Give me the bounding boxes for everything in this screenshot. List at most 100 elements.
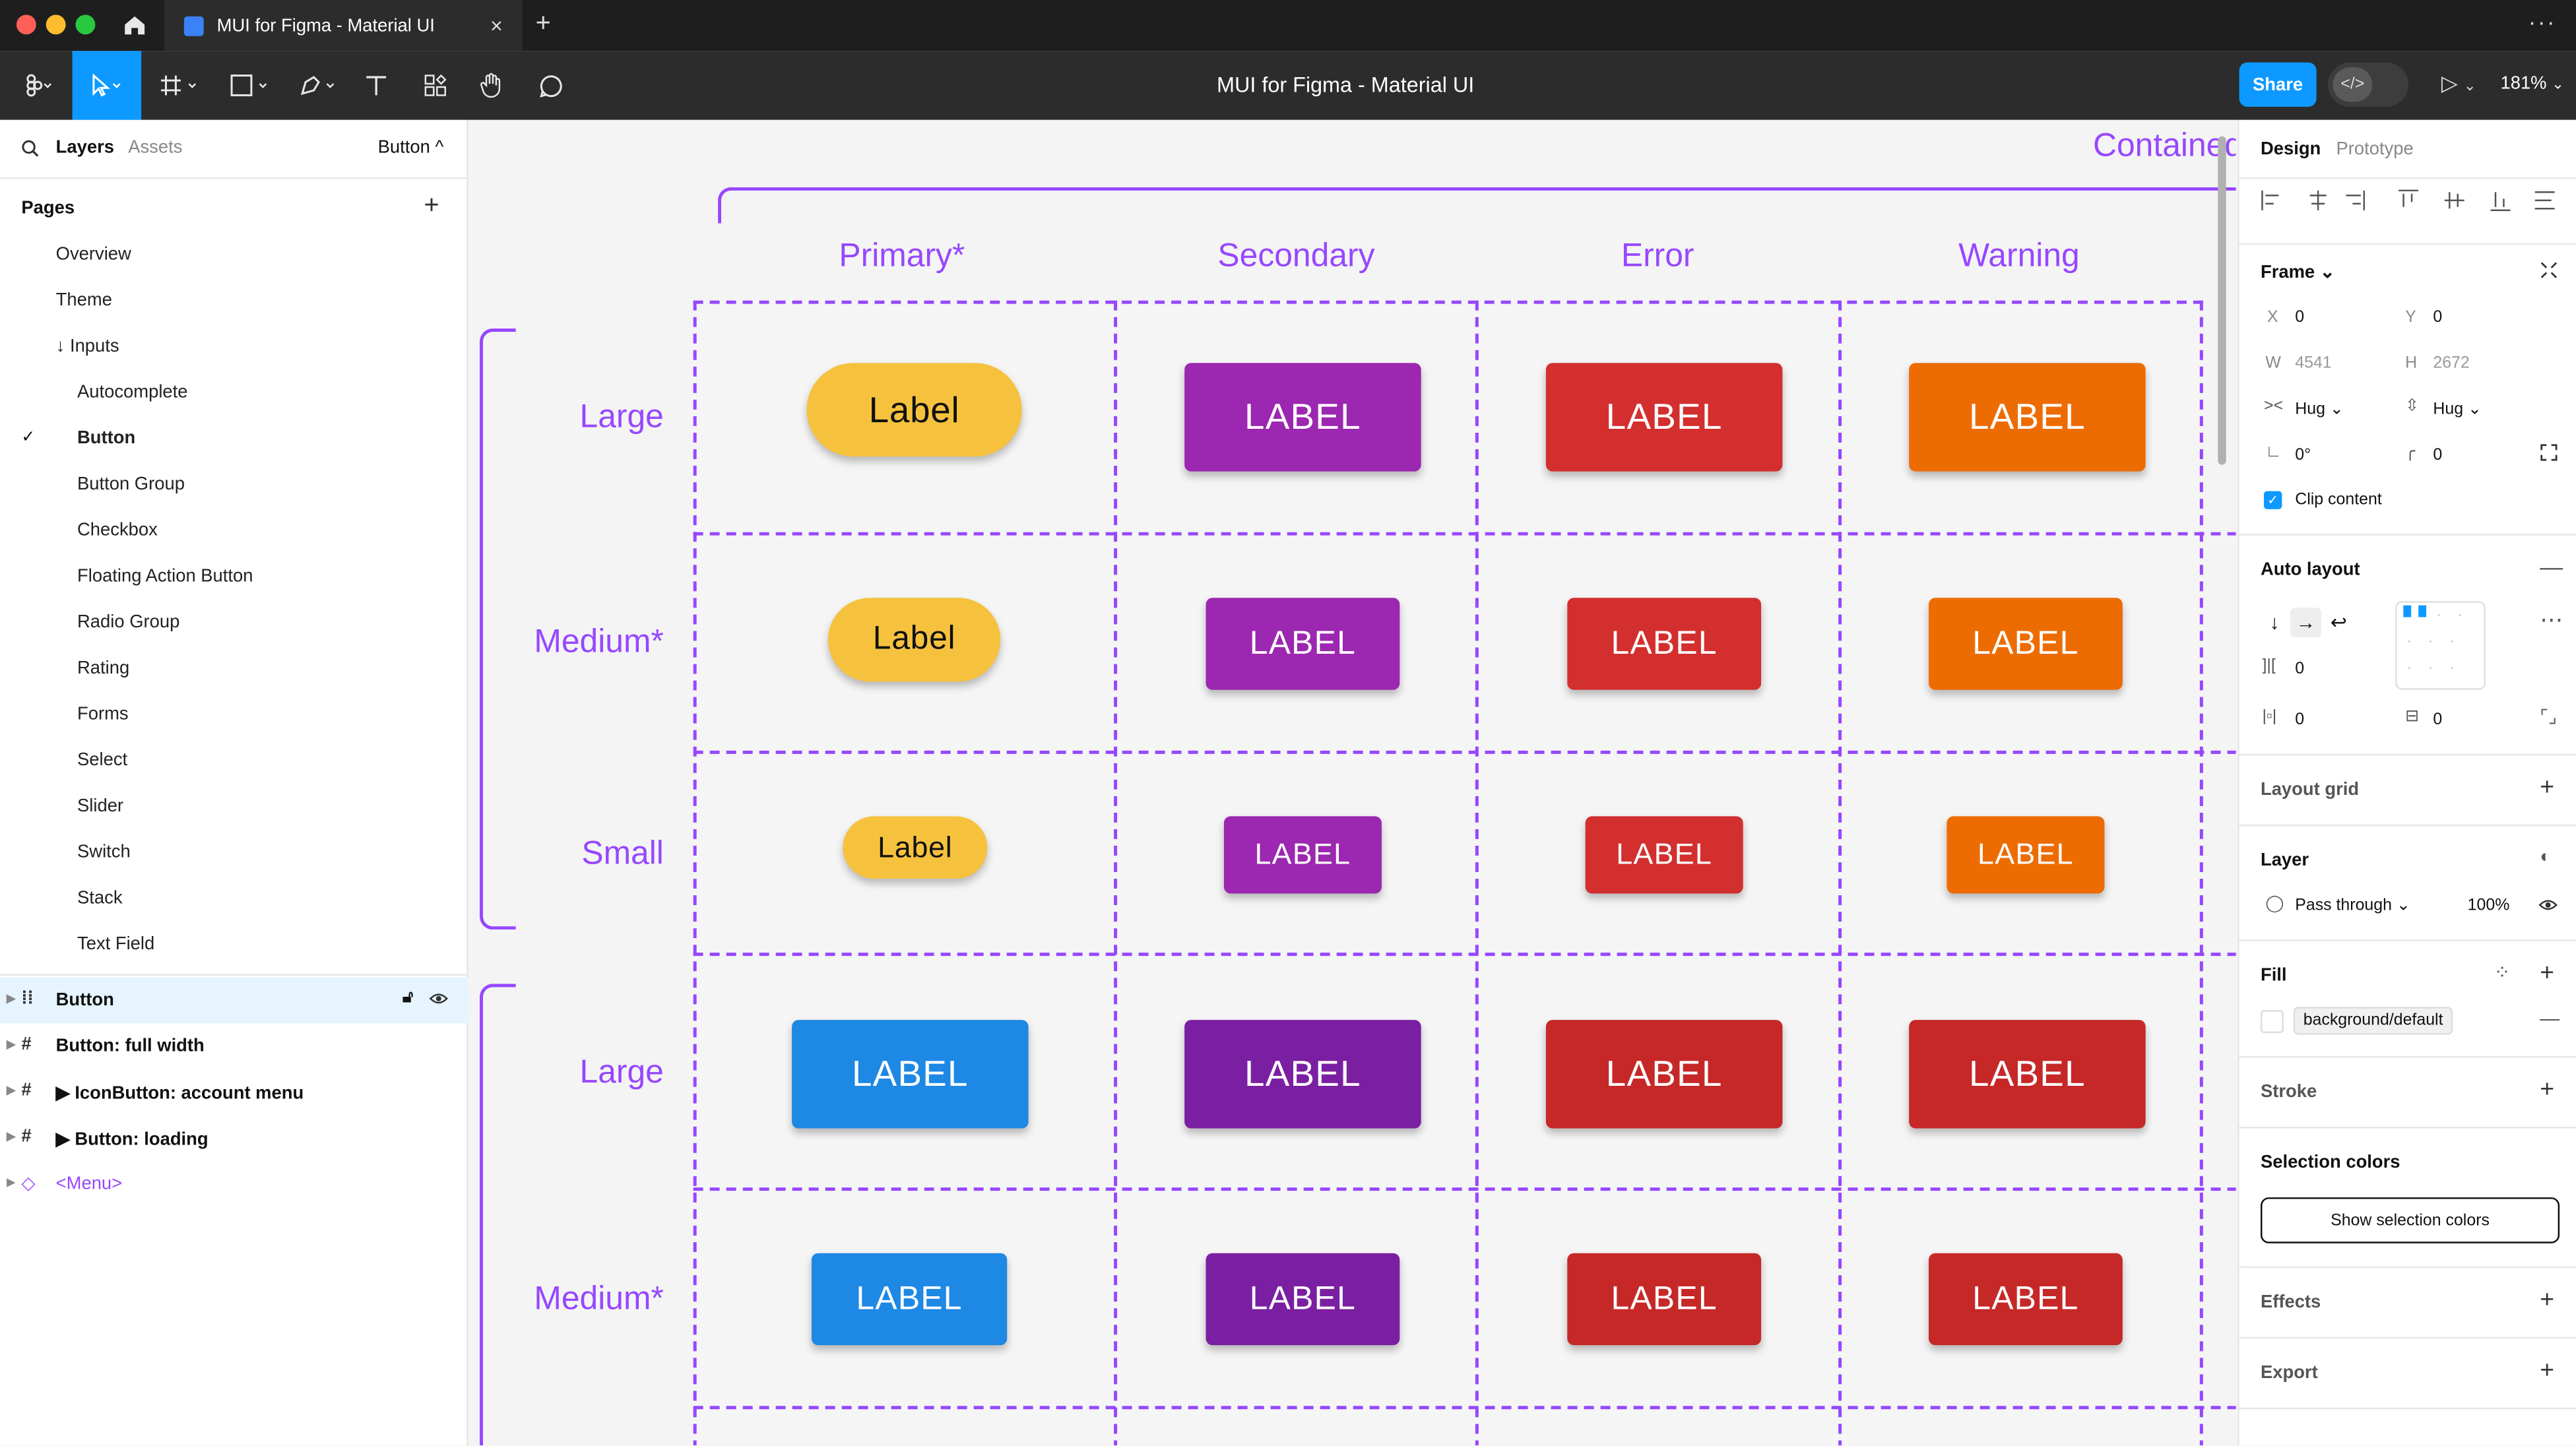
page-item-autocomplete[interactable]: Autocomplete bbox=[77, 383, 188, 403]
page-item-inputs[interactable]: ↓ Inputs bbox=[55, 336, 119, 357]
clip-content-checkbox[interactable]: ✓ bbox=[2263, 491, 2282, 509]
alignment-grid[interactable]: ▘▘ ·· ··· ··· bbox=[2395, 601, 2486, 690]
button-secondary-small[interactable]: LABEL bbox=[1223, 816, 1382, 894]
frame-heading[interactable]: Frame ⌄ bbox=[2260, 263, 2335, 283]
opacity-input[interactable]: 100% bbox=[2467, 896, 2510, 915]
button-error-medium[interactable]: LABEL bbox=[1567, 598, 1762, 690]
home-icon[interactable] bbox=[107, 0, 163, 51]
rotation-input[interactable]: 0° bbox=[2295, 447, 2311, 465]
horizontal-padding-input[interactable]: 0 bbox=[2295, 711, 2305, 730]
page-item-button[interactable]: Button bbox=[77, 428, 136, 449]
tab-layers[interactable]: Layers bbox=[55, 138, 115, 158]
show-selection-colors-button[interactable]: Show selection colors bbox=[2260, 1197, 2560, 1243]
width-input[interactable]: 4541 bbox=[2295, 354, 2332, 373]
layer-row-menu[interactable]: ▶ ◇ <Menu> bbox=[0, 1161, 468, 1207]
add-page-icon[interactable]: + bbox=[424, 192, 439, 220]
more-icon[interactable]: ··· bbox=[2528, 8, 2557, 35]
dev-mode-toggle[interactable]: </> bbox=[2328, 62, 2409, 107]
horizontal-direction-icon[interactable]: → bbox=[2290, 608, 2322, 638]
pen-tool-button[interactable] bbox=[292, 51, 348, 120]
button-primary-medium[interactable]: Label bbox=[827, 598, 1001, 682]
button-primary-large[interactable]: Label bbox=[806, 363, 1022, 457]
vertical-direction-icon[interactable]: ↓ bbox=[2269, 611, 2280, 635]
add-effect-icon[interactable]: + bbox=[2540, 1286, 2555, 1314]
height-mode-select[interactable]: Hug ⌄ bbox=[2433, 400, 2482, 419]
expand-caret-icon[interactable]: ▶ bbox=[6, 1131, 16, 1143]
search-icon[interactable] bbox=[21, 140, 39, 158]
resize-to-fit-icon[interactable] bbox=[2540, 261, 2558, 279]
button-secondary-large[interactable]: LABEL bbox=[1184, 363, 1421, 472]
more-options-icon[interactable]: ⋯ bbox=[2540, 606, 2563, 633]
page-item-theme[interactable]: Theme bbox=[55, 290, 112, 311]
eye-icon[interactable] bbox=[429, 992, 449, 1005]
button-secondary-medium[interactable]: LABEL bbox=[1206, 598, 1400, 690]
page-item-button-group[interactable]: Button Group bbox=[77, 474, 185, 495]
add-fill-icon[interactable]: + bbox=[2540, 959, 2555, 988]
page-item-text-field[interactable]: Text Field bbox=[77, 934, 155, 955]
present-button[interactable]: ▷ ⌄ bbox=[2441, 71, 2476, 96]
close-tab-icon[interactable]: × bbox=[490, 13, 503, 38]
style-grid-icon[interactable]: ⁘ bbox=[2494, 960, 2511, 984]
vertical-padding-input[interactable]: 0 bbox=[2433, 711, 2443, 730]
layer-row-button[interactable]: ▶ ⁞⁞ Button 🔓︎ bbox=[0, 977, 468, 1024]
layer-row-iconbutton-account-menu[interactable]: ▶ # ▶ IconButton: account menu bbox=[0, 1069, 468, 1116]
blend-mode-select[interactable]: Pass through ⌄ bbox=[2295, 896, 2410, 915]
alignment-icons[interactable] bbox=[2261, 189, 2560, 212]
radius-input[interactable]: 0 bbox=[2433, 447, 2443, 465]
hand-tool-button[interactable] bbox=[473, 51, 509, 120]
file-tab[interactable]: MUI for Figma - Material UI × bbox=[164, 0, 523, 51]
maximize-window-button[interactable] bbox=[75, 15, 96, 35]
add-stroke-icon[interactable]: + bbox=[2540, 1075, 2555, 1104]
page-item-forms[interactable]: Forms bbox=[77, 705, 129, 725]
layer-row-button-loading[interactable]: ▶ # ▶ Button: loading bbox=[0, 1116, 468, 1162]
page-item-radio-group[interactable]: Radio Group bbox=[77, 612, 180, 633]
expand-caret-icon[interactable]: ▶ bbox=[6, 1040, 16, 1052]
x-input[interactable]: 0 bbox=[2295, 309, 2305, 327]
button-warning-large-alt[interactable]: LABEL bbox=[1909, 1020, 2146, 1129]
add-export-icon[interactable]: + bbox=[2540, 1356, 2555, 1385]
button-primary-large-alt[interactable]: LABEL bbox=[792, 1020, 1029, 1129]
height-input[interactable]: 2672 bbox=[2433, 354, 2470, 373]
button-error-medium-alt[interactable]: LABEL bbox=[1567, 1253, 1762, 1346]
minimize-window-button[interactable] bbox=[46, 15, 66, 35]
tab-prototype[interactable]: Prototype bbox=[2336, 139, 2414, 160]
canvas[interactable]: Contained Primary* Secondary Error Warni… bbox=[470, 119, 2236, 1446]
frame-tool-button[interactable] bbox=[154, 51, 210, 120]
fill-style-chip[interactable]: background/default bbox=[2293, 1007, 2453, 1035]
width-mode-select[interactable]: Hug ⌄ bbox=[2295, 400, 2344, 419]
main-menu-button[interactable] bbox=[10, 51, 69, 120]
blend-mode-icon[interactable]: ◐ bbox=[2540, 847, 2551, 867]
fill-swatch[interactable] bbox=[2260, 1010, 2284, 1034]
current-page-selector[interactable]: Button ^ bbox=[377, 138, 444, 158]
page-item-overview[interactable]: Overview bbox=[55, 244, 131, 265]
expand-caret-icon[interactable]: ▶ bbox=[6, 1085, 16, 1098]
independent-corners-icon[interactable] bbox=[2540, 443, 2558, 461]
new-tab-icon[interactable]: + bbox=[535, 9, 551, 38]
comment-tool-button[interactable] bbox=[532, 51, 569, 120]
expand-caret-icon[interactable]: ▶ bbox=[6, 1178, 16, 1189]
y-input[interactable]: 0 bbox=[2433, 309, 2443, 327]
button-secondary-medium-alt[interactable]: LABEL bbox=[1206, 1253, 1400, 1346]
page-item-slider[interactable]: Slider bbox=[77, 796, 124, 817]
gap-input[interactable]: 0 bbox=[2295, 660, 2305, 679]
wrap-direction-icon[interactable]: ↩ bbox=[2330, 611, 2347, 635]
move-tool-button[interactable] bbox=[72, 51, 142, 120]
button-secondary-large-alt[interactable]: LABEL bbox=[1184, 1020, 1421, 1129]
page-item-floating-action-button[interactable]: Floating Action Button bbox=[77, 566, 253, 586]
individual-padding-icon[interactable]: ⌜⌟ bbox=[2540, 708, 2557, 728]
tab-assets[interactable]: Assets bbox=[128, 138, 183, 158]
page-item-select[interactable]: Select bbox=[77, 750, 128, 770]
layer-row-button-full-width[interactable]: ▶ # Button: full width bbox=[0, 1023, 468, 1069]
button-error-large[interactable]: LABEL bbox=[1545, 363, 1783, 472]
tab-design[interactable]: Design bbox=[2260, 139, 2321, 160]
remove-fill-icon[interactable]: — bbox=[2540, 1007, 2560, 1030]
page-item-rating[interactable]: Rating bbox=[77, 658, 130, 679]
visibility-eye-icon[interactable] bbox=[2538, 898, 2558, 912]
button-warning-medium-alt[interactable]: LABEL bbox=[1929, 1253, 2123, 1346]
page-item-switch[interactable]: Switch bbox=[77, 842, 131, 863]
button-warning-medium[interactable]: LABEL bbox=[1929, 598, 2123, 690]
add-layout-grid-icon[interactable]: + bbox=[2540, 773, 2555, 802]
remove-auto-layout-icon[interactable]: — bbox=[2540, 553, 2563, 580]
page-item-stack[interactable]: Stack bbox=[77, 888, 123, 908]
resources-tool-button[interactable] bbox=[417, 51, 453, 120]
